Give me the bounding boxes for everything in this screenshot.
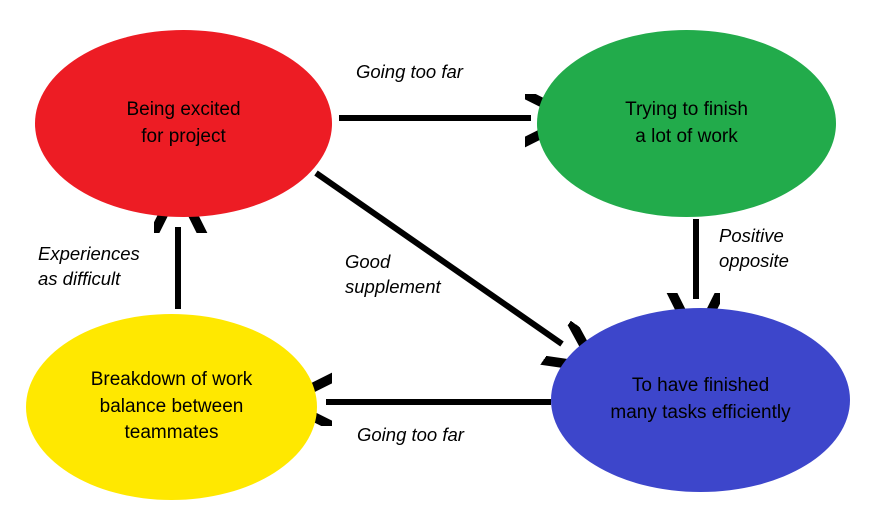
arrow-red-to-blue: [314, 170, 562, 344]
edge-label-yellow-to-red: Experiences as difficult: [38, 243, 140, 289]
node-breakdown-of-work-balance-between-teammates[interactable]: Breakdown of work balance between teamma…: [26, 314, 317, 500]
node-being-excited-for-project[interactable]: Being excited for project: [35, 30, 332, 217]
node-label: Being excited for project: [126, 98, 241, 147]
edge-label-green-to-blue: Positive opposite: [719, 225, 789, 271]
edge-label-blue-to-yellow: Going too far: [357, 424, 464, 445]
node-trying-to-finish-a-lot-of-work[interactable]: Trying to finish a lot of work: [537, 30, 836, 217]
edge-label-red-to-blue: Good supplement: [345, 251, 441, 297]
node-label: To have finished many tasks efficiently: [610, 375, 791, 423]
node-label: Trying to finish a lot of work: [625, 98, 748, 147]
node-label: Breakdown of work balance between teamma…: [90, 368, 253, 444]
node-to-have-finished-many-tasks-efficiently[interactable]: To have finished many tasks efficiently: [551, 308, 850, 492]
edge-label-red-to-green: Going too far: [356, 61, 463, 82]
